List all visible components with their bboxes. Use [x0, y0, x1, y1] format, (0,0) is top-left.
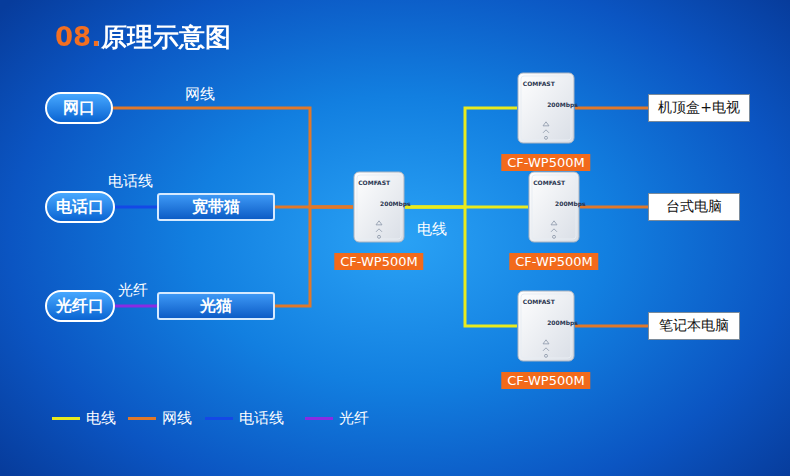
brand-mark: COMFAST: [523, 81, 555, 87]
connector-label: 网线: [185, 85, 215, 104]
brand-mark: COMFAST: [533, 180, 565, 186]
model-tag: CF-WP500M: [509, 253, 598, 270]
port-pill: 网口: [45, 92, 113, 124]
model-tag: CF-WP500M: [334, 253, 423, 270]
node-text: 机顶盒+电视: [658, 99, 740, 117]
legend-swatch: [52, 417, 80, 420]
legend-text: 网线: [162, 409, 192, 428]
legend-text: 电线: [86, 409, 116, 428]
link-led: [376, 229, 382, 232]
connector: [405, 108, 517, 207]
speed-mark: 200Mbps: [555, 201, 586, 207]
node-text: 电话口: [56, 197, 104, 218]
power-led: [376, 221, 382, 225]
link-led: [543, 348, 549, 351]
connector: [115, 305, 157, 308]
brand-mark: COMFAST: [358, 180, 390, 186]
link-led: [543, 130, 549, 133]
data-led: [545, 136, 548, 139]
legend-swatch: [128, 417, 156, 420]
connector-label: 电话线: [108, 172, 153, 191]
brand-mark: COMFAST: [523, 299, 555, 305]
data-led: [378, 235, 381, 238]
connector: [115, 206, 157, 209]
data-led: [553, 235, 556, 238]
port-pill: 电话口: [45, 191, 115, 223]
powerline-adapter: CF-WP500MCOMFAST200Mbps: [517, 290, 575, 362]
endpoint-box: 笔记本电脑: [648, 312, 740, 340]
node-text: 台式电脑: [666, 198, 722, 216]
link-led: [551, 229, 557, 232]
connector: [575, 325, 648, 328]
power-led: [543, 122, 549, 126]
power-led: [543, 340, 549, 344]
port-pill: 光纤口: [45, 290, 115, 322]
diagram-title: 08.原理示意图: [55, 20, 231, 55]
endpoint-box: 机顶盒+电视: [648, 94, 750, 122]
speed-mark: 200Mbps: [547, 102, 578, 108]
speed-mark: 200Mbps: [380, 201, 411, 207]
powerline-adapter: CF-WP500MCOMFAST200Mbps: [517, 72, 575, 144]
powerline-adapter: CF-WP500MCOMFAST200Mbps: [353, 171, 405, 243]
model-tag: CF-WP500M: [501, 154, 590, 171]
model-tag: CF-WP500M: [501, 372, 590, 389]
legend-swatch: [205, 417, 233, 420]
modem-box: 光猫: [157, 292, 275, 320]
powerline-adapter: CF-WP500MCOMFAST200Mbps: [528, 171, 580, 243]
node-text: 光纤口: [56, 296, 104, 317]
power-led: [551, 221, 557, 225]
legend-text: 光纤: [339, 409, 369, 428]
connector: [575, 107, 648, 110]
modem-box: 宽带猫: [157, 193, 275, 221]
endpoint-box: 台式电脑: [648, 193, 740, 221]
connector: [580, 206, 648, 209]
connector-label: 光纤: [118, 281, 148, 300]
node-text: 笔记本电脑: [659, 317, 729, 335]
node-text: 宽带猫: [192, 197, 240, 218]
data-led: [545, 354, 548, 357]
legend-swatch: [305, 417, 333, 420]
node-text: 网口: [63, 98, 95, 119]
connector-label: 电线: [417, 220, 447, 239]
node-text: 光猫: [200, 296, 232, 317]
speed-mark: 200Mbps: [547, 320, 578, 326]
legend-text: 电话线: [239, 409, 284, 428]
